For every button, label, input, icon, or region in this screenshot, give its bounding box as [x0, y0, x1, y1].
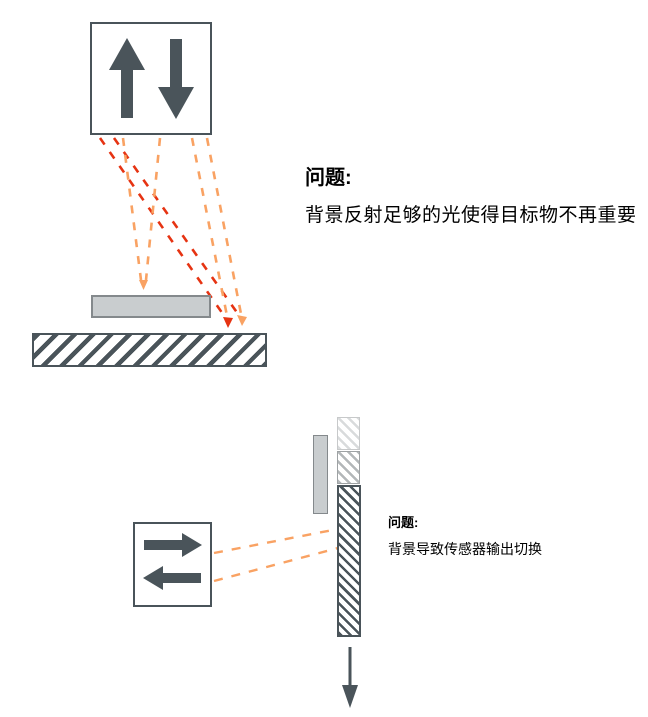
background-bar-near-segment [337, 485, 361, 637]
orange-beam-lower [213, 546, 339, 583]
target-object-bottom [313, 435, 328, 514]
sensor-arrows-top [109, 38, 194, 119]
problem-description-bottom: 背景导致传感器输出切换 [388, 541, 542, 557]
beam-arrowhead-target-icon [139, 280, 148, 290]
light-beams-bottom [213, 527, 339, 583]
problem-title-bottom: 问题: [388, 515, 419, 530]
orange-beam-bg-2 [205, 137, 243, 315]
down-arrow-icon [158, 39, 194, 119]
background-bar-far-segment [337, 417, 360, 450]
orange-beam-target-right [144, 137, 162, 281]
orange-beam-upper [213, 527, 339, 555]
light-beams-top [98, 137, 247, 328]
orange-beam-bg-1 [190, 137, 229, 317]
beam-arrowhead-bg-red-icon [223, 317, 233, 328]
problem-block-top: 问题: 背景反射足够的光使得目标物不再重要 [305, 166, 645, 227]
left-arrow-icon [143, 566, 201, 590]
problem-description-top: 背景反射足够的光使得目标物不再重要 [305, 205, 637, 226]
up-arrow-icon [109, 38, 145, 118]
background-surface-top [32, 333, 267, 367]
sensor-arrows-bottom [143, 533, 202, 590]
target-object-top [91, 295, 211, 318]
red-beam-1 [98, 137, 227, 318]
right-arrow-icon [144, 533, 202, 557]
motion-direction-arrow-icon [342, 647, 358, 708]
background-bar-mid-segment [337, 451, 360, 484]
problem-block-bottom: 问题: 背景导致传感器输出切换 [388, 515, 608, 558]
beam-arrowhead-bg-orange-icon [237, 315, 247, 326]
sensor-box-bottom [133, 522, 212, 607]
orange-beam-target-left [121, 137, 143, 281]
sensor-box-top [90, 22, 212, 135]
problem-title-top: 问题: [305, 167, 352, 189]
red-beam-2 [112, 137, 240, 315]
